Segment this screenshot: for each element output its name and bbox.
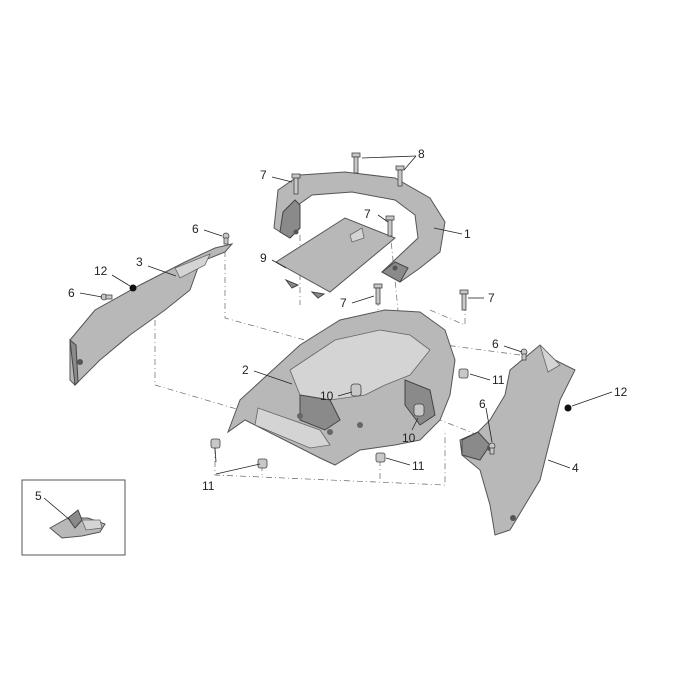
callout-3: 3: [136, 255, 143, 269]
grommet-10b: [413, 403, 425, 417]
screw-6c: [520, 348, 528, 361]
bolt-8b: [395, 165, 405, 187]
callout-7d: 7: [488, 291, 495, 305]
callout-labels: 1 2 3 4 5 6 6 6 6 7 7 7 7 8 9 10 10 11 1…: [35, 147, 628, 503]
bolts: [291, 152, 469, 311]
callout-6c: 6: [492, 337, 499, 351]
grommet-11a: [458, 368, 469, 379]
callout-9: 9: [260, 251, 267, 265]
grommet-11c: [210, 438, 221, 449]
callout-8: 8: [418, 147, 425, 161]
bolt-7a: [291, 173, 301, 195]
callout-7b: 7: [364, 207, 371, 221]
part-4-right-side-panel: [459, 344, 576, 536]
callout-11b: 11: [412, 459, 425, 473]
part-9-plate: [275, 217, 396, 299]
callout-10a: 10: [320, 389, 334, 403]
bolt-7c: [373, 283, 383, 305]
callout-10b: 10: [402, 431, 416, 445]
part-3-left-side-panel: [69, 243, 234, 387]
callout-11c: 11: [202, 479, 215, 493]
callout-4: 4: [572, 461, 579, 475]
part-1-rack: [273, 171, 446, 283]
callout-6d: 6: [479, 397, 486, 411]
callout-1: 1: [464, 227, 471, 241]
grommet-11d: [257, 458, 268, 469]
callout-5: 5: [35, 489, 42, 503]
screw-6a: [222, 232, 230, 245]
callout-7c: 7: [340, 296, 347, 310]
screw-6b: [100, 293, 113, 301]
bolt-8a: [351, 152, 361, 174]
callout-2: 2: [242, 363, 249, 377]
callout-6a: 6: [192, 222, 199, 236]
bolt-7d: [459, 289, 469, 311]
inset-part-5: [21, 479, 126, 556]
leader-lines: [43, 155, 613, 521]
grommet-10a: [350, 383, 362, 397]
screws-6: [100, 232, 528, 455]
callout-12a: 12: [94, 264, 108, 278]
part-2-rear-frame: [226, 309, 456, 466]
grommets: [210, 368, 469, 469]
callout-12b: 12: [614, 385, 628, 399]
callout-11a: 11: [492, 373, 505, 387]
screw-6d: [488, 442, 496, 455]
bolt-7b: [385, 215, 395, 237]
callout-7a: 7: [260, 168, 267, 182]
callout-6b: 6: [68, 286, 75, 300]
grommet-11b: [375, 452, 386, 463]
